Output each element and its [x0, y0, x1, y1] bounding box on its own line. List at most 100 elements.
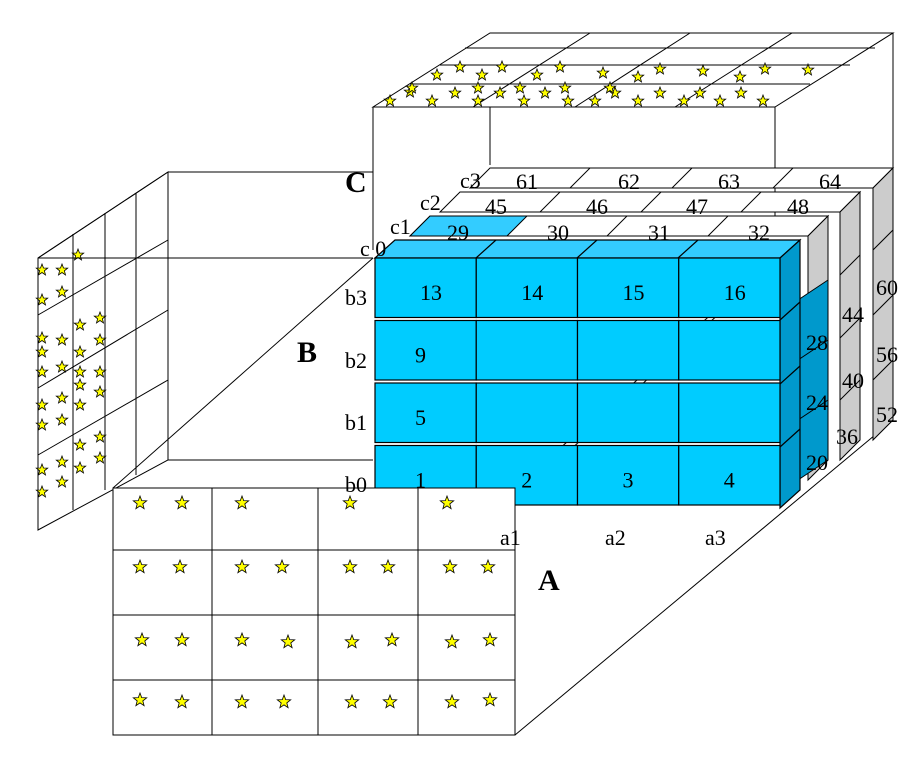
- star-icon: [174, 631, 190, 647]
- front-projection-stars: [132, 494, 498, 709]
- star-icon: [55, 359, 69, 373]
- axis-title-b: B: [297, 336, 317, 369]
- side-projection-plane: [37, 171, 169, 531]
- star-icon: [439, 494, 455, 510]
- front-cell: 14: [475, 257, 579, 319]
- star-icon: [35, 262, 49, 276]
- star-icon: [482, 691, 498, 707]
- cell-number: 48: [787, 194, 809, 219]
- cell-number: 30: [547, 220, 569, 245]
- star-icon: [475, 67, 489, 81]
- star-icon: [134, 631, 150, 647]
- star-icon: [756, 93, 770, 107]
- star-icon: [174, 494, 190, 510]
- cell-number: 9: [415, 343, 426, 368]
- star-icon: [631, 69, 645, 83]
- cell-number: 13: [420, 280, 442, 305]
- star-icon: [482, 631, 498, 647]
- front-cell: 15: [576, 257, 680, 319]
- cell-number: 32: [748, 220, 770, 245]
- star-icon: [55, 262, 69, 276]
- star-icon: [603, 80, 617, 94]
- cell-number: 3: [623, 468, 634, 493]
- star-icon: [55, 332, 69, 346]
- star-icon: [493, 85, 507, 99]
- cell-number: 45: [485, 194, 507, 219]
- star-icon: [342, 558, 358, 574]
- cell-number: 29: [447, 220, 469, 245]
- front-cell: [475, 382, 579, 444]
- star-icon: [55, 454, 69, 468]
- c-label: c2: [420, 190, 441, 215]
- cell-number: 47: [686, 194, 708, 219]
- cell-number: 2: [521, 468, 532, 493]
- star-icon: [55, 284, 69, 298]
- star-icon: [132, 558, 148, 574]
- star-icon: [588, 93, 602, 107]
- cell-number: 15: [623, 280, 645, 305]
- front-cell: [678, 382, 781, 444]
- star-icon: [93, 364, 107, 378]
- star-icon: [35, 330, 49, 344]
- star-icon: [35, 344, 49, 358]
- star-icon: [471, 93, 485, 107]
- star-icon: [234, 631, 250, 647]
- star-icon: [132, 494, 148, 510]
- cell-number: 62: [618, 169, 640, 194]
- star-icon: [696, 63, 710, 77]
- star-icon: [448, 85, 462, 99]
- star-icon: [55, 390, 69, 404]
- top-projection-plane: [371, 32, 895, 250]
- star-icon: [733, 69, 747, 83]
- side-projection-stars: [35, 247, 107, 498]
- a-label: a3: [705, 525, 726, 550]
- star-icon: [653, 61, 667, 75]
- star-icon: [596, 65, 610, 79]
- star-icon: [382, 693, 398, 709]
- star-icon: [405, 80, 419, 94]
- star-icon: [538, 85, 552, 99]
- cell-number: 64: [819, 169, 841, 194]
- cell-number: 14: [521, 280, 543, 305]
- cell-number: 31: [648, 220, 670, 245]
- star-icon: [73, 377, 87, 391]
- layer-c3: [468, 166, 895, 442]
- star-icon: [801, 62, 815, 76]
- star-icon: [384, 631, 400, 647]
- cell-number: 63: [718, 169, 740, 194]
- axis-title-a: A: [538, 564, 560, 597]
- star-icon: [471, 80, 485, 94]
- axis-title-c: C: [345, 166, 367, 199]
- cell-number: 44: [842, 302, 864, 327]
- star-icon: [35, 397, 49, 411]
- star-icon: [380, 558, 396, 574]
- star-icon: [234, 693, 250, 709]
- star-icon: [93, 384, 107, 398]
- star-icon: [713, 93, 727, 107]
- star-icon: [73, 344, 87, 358]
- star-icon: [480, 558, 496, 574]
- front-projection-plane: [112, 487, 516, 736]
- cell-number: 60: [876, 275, 898, 300]
- c-label: c1: [390, 214, 411, 239]
- b-label: b0: [345, 472, 367, 497]
- c-label: c3: [460, 168, 481, 193]
- cell-number: 24: [806, 390, 828, 415]
- star-icon: [561, 93, 575, 107]
- star-icon: [344, 633, 360, 649]
- star-icon: [430, 67, 444, 81]
- top-projection-stars: [383, 59, 815, 107]
- star-icon: [344, 693, 360, 709]
- star-icon: [453, 59, 467, 73]
- star-icon: [93, 332, 107, 346]
- cell-number: 46: [586, 194, 608, 219]
- star-icon: [653, 85, 667, 99]
- star-icon: [677, 93, 691, 107]
- front-cell: [475, 319, 579, 381]
- star-icon: [383, 93, 397, 107]
- star-icon: [234, 494, 250, 510]
- cell-number: 1: [415, 468, 426, 493]
- front-cell: [576, 319, 680, 381]
